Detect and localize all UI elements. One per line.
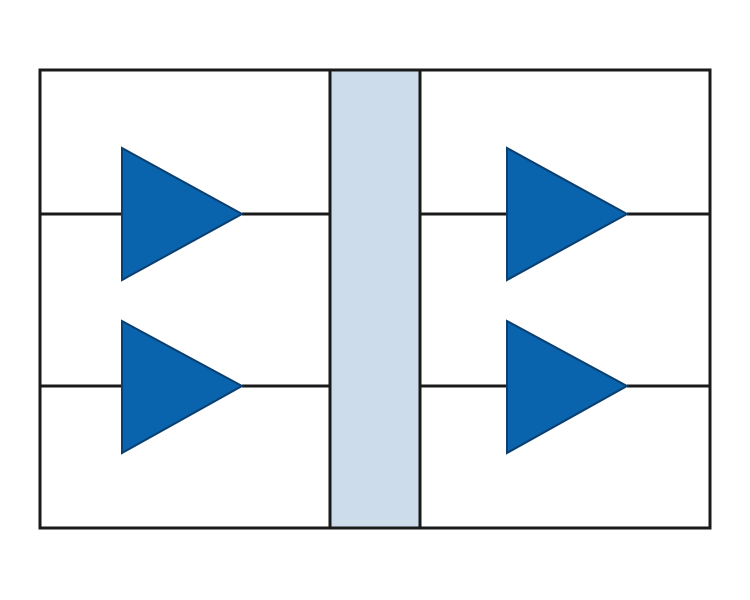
left-bottom-amplifier-icon (121, 319, 245, 455)
left-top-amplifier-icon (121, 146, 245, 282)
right-bottom-amplifier-icon (506, 319, 630, 455)
right-top-amplifier-icon (506, 146, 630, 282)
center-bar (328, 68, 422, 530)
